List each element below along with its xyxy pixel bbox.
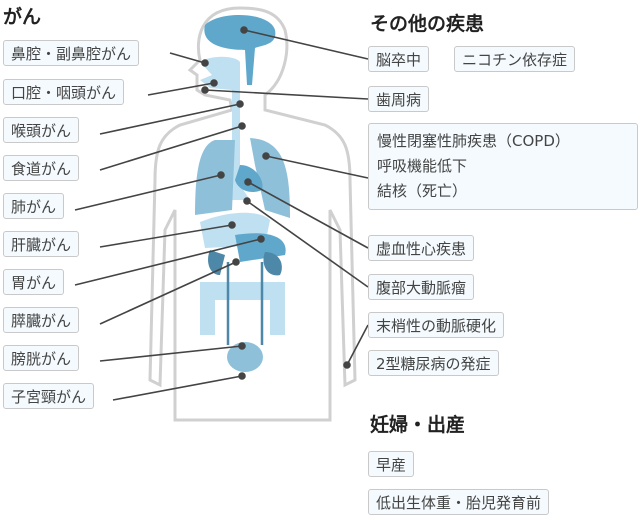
label-tuberculosis: 結核（死亡） — [377, 182, 468, 200]
other-diseases-title: その他の疾患 — [370, 13, 485, 35]
label-esophageal-cancer: 食道がん — [3, 155, 80, 181]
label-respiratory-group: 慢性閉塞性肺疾患（COPD） 呼吸機能低下 結核（死亡） — [368, 123, 638, 210]
label-low-birth-weight: 低出生体重・胎児発育前 — [368, 489, 550, 515]
label-pancreatic-cancer: 膵臓がん — [3, 307, 80, 333]
label-cervical-cancer: 子宮頸がん — [3, 383, 95, 409]
label-liver-cancer: 肝臓がん — [3, 231, 80, 257]
label-nicotine-dependence: ニコチン依存症 — [454, 46, 576, 72]
label-premature-birth: 早産 — [368, 451, 415, 477]
label-type2-diabetes: 2型糖尿病の発症 — [368, 350, 499, 376]
ureter — [226, 262, 264, 345]
label-respiratory-decline: 呼吸機能低下 — [377, 157, 468, 175]
label-copd: 慢性閉塞性肺疾患（COPD） — [377, 132, 570, 150]
label-periodontal: 歯周病 — [368, 86, 430, 112]
label-ischemic-heart: 虚血性心疾患 — [368, 235, 475, 261]
right-lung — [195, 140, 235, 215]
cancer-title: がん — [3, 6, 42, 28]
bladder — [227, 342, 263, 372]
body-outline — [148, 6, 357, 422]
label-lung-cancer: 肺がん — [3, 193, 65, 219]
label-oral-pharyngeal-cancer: 口腔・咽頭がん — [3, 79, 125, 105]
label-bladder-cancer: 膀胱がん — [3, 345, 80, 371]
label-aortic-aneurysm: 腹部大動脈瘤 — [368, 274, 475, 300]
intestine — [200, 282, 285, 335]
label-stomach-cancer: 胃がん — [3, 269, 65, 295]
leader-lines — [74, 26, 369, 401]
label-peripheral-arteriosclerosis: 末梢性の動脈硬化 — [368, 312, 505, 338]
label-stroke: 脳卒中 — [368, 46, 430, 72]
label-nasal-cancer: 鼻腔・副鼻腔がん — [3, 40, 140, 66]
left-lung — [250, 138, 290, 218]
label-laryngeal-cancer: 喉頭がん — [3, 117, 80, 143]
pancreas-kidneys — [208, 250, 282, 276]
pregnancy-title: 妊婦・出産 — [370, 414, 466, 436]
